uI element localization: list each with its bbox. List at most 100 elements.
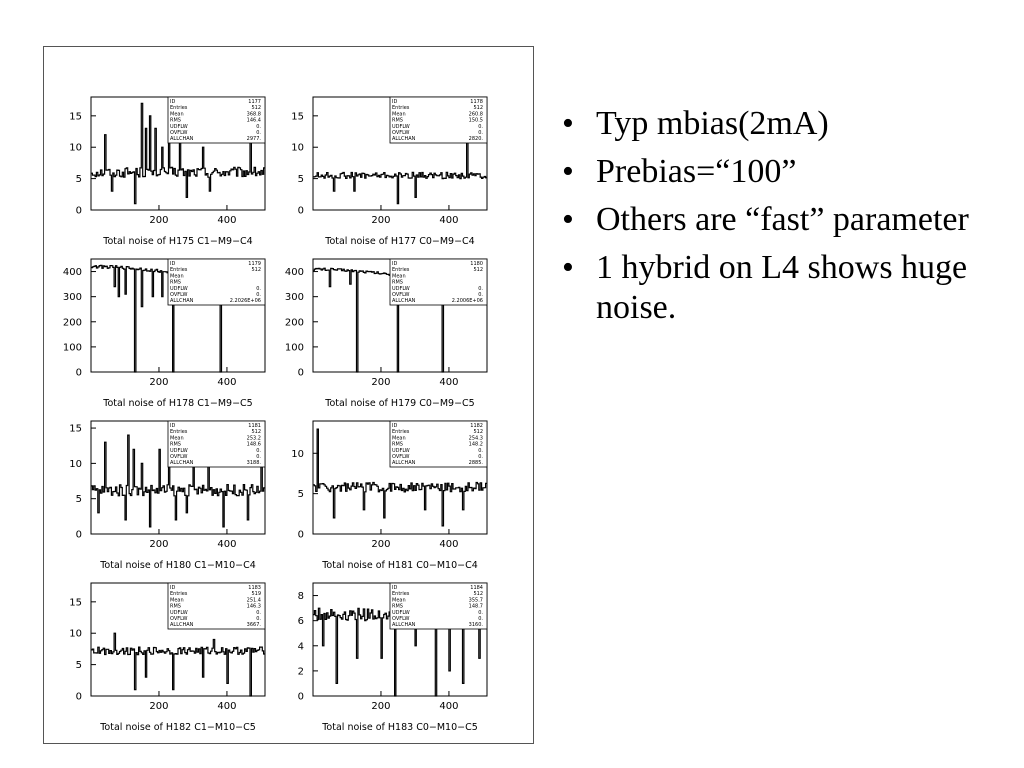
y-tick-label: 100 (63, 342, 82, 353)
y-tick-label: 5 (76, 494, 82, 505)
stats-value: 146.4 (247, 118, 261, 124)
stats-value: 0. (256, 454, 261, 460)
stats-value: 0. (478, 610, 483, 616)
y-tick-label: 0 (298, 692, 304, 703)
y-tick-label: 200 (63, 317, 82, 328)
stats-key: ID (392, 99, 397, 105)
stats-value: 1178 (470, 99, 483, 105)
stats-value: 1184 (470, 585, 483, 591)
stats-box (167, 582, 266, 630)
stats-key: OVFLW (392, 616, 409, 622)
stats-value: 0. (478, 454, 483, 460)
stats-key: UDFLW (170, 448, 188, 454)
stats-value: 251.4 (247, 597, 261, 603)
y-tick-label: 10 (69, 459, 82, 470)
stats-value: 512 (473, 267, 483, 273)
y-tick-label: 5 (298, 489, 304, 500)
stats-key: RMS (170, 604, 181, 610)
stats-value: 512 (473, 105, 483, 111)
stats-box (389, 96, 488, 144)
stats-key: ID (392, 585, 397, 591)
stats-box (167, 96, 266, 144)
stats-key: ALLCHAN (170, 460, 194, 466)
x-tick-label: 200 (371, 539, 390, 550)
stats-key: UDFLW (170, 286, 188, 292)
y-tick-label: 10 (69, 143, 82, 154)
stats-key: ID (170, 261, 175, 267)
stats-value: 0. (256, 286, 261, 292)
y-tick-label: 8 (298, 591, 304, 602)
stats-box (167, 258, 266, 306)
stats-key: RMS (170, 280, 181, 286)
y-tick-label: 10 (291, 143, 304, 154)
y-tick-label: 10 (69, 629, 82, 640)
stats-key: ALLCHAN (392, 136, 416, 142)
stats-key: Entries (170, 267, 188, 273)
histogram-title: Total noise of H177 C0−M9−C4 (324, 236, 474, 247)
stats-key: Mean (392, 273, 406, 279)
y-tick-label: 6 (298, 616, 304, 627)
y-tick-label: 4 (298, 641, 304, 652)
x-tick-label: 400 (439, 701, 458, 712)
stats-key: Mean (392, 435, 406, 441)
stats-value: 0. (478, 292, 483, 298)
histogram-trace (91, 102, 265, 205)
stats-value: 0. (256, 616, 261, 622)
stats-key: UDFLW (392, 124, 410, 130)
x-tick-label: 200 (371, 377, 390, 388)
stats-key: Mean (170, 435, 184, 441)
stats-key: Mean (170, 597, 184, 603)
y-tick-label: 200 (285, 317, 304, 328)
y-tick-label: 5 (76, 660, 82, 671)
stats-value: 0. (256, 124, 261, 130)
stats-key: Entries (170, 591, 188, 597)
stats-key: UDFLW (392, 286, 410, 292)
histogram-trace (91, 632, 265, 697)
x-tick-label: 200 (149, 215, 168, 226)
stats-key: ID (170, 585, 175, 591)
y-tick-label: 15 (291, 111, 304, 122)
stats-key: OVFLW (170, 130, 187, 136)
stats-value: 512 (473, 429, 483, 435)
x-tick-label: 400 (439, 377, 458, 388)
stats-key: RMS (392, 604, 403, 610)
y-tick-label: 0 (298, 206, 304, 217)
stats-value: 1180 (470, 261, 483, 267)
stats-value: 1181 (248, 423, 261, 429)
stats-key: RMS (392, 118, 403, 124)
stats-key: RMS (392, 442, 403, 448)
y-tick-label: 2 (298, 666, 304, 677)
stats-key: UDFLW (392, 610, 410, 616)
stats-value: 0. (256, 610, 261, 616)
stats-key: UDFLW (170, 124, 188, 130)
histogram-title: Total noise of H183 C0−M10−C5 (321, 722, 478, 733)
x-tick-label: 400 (439, 215, 458, 226)
stats-key: OVFLW (170, 454, 187, 460)
y-tick-label: 5 (76, 174, 82, 185)
stats-key: Mean (170, 273, 184, 279)
stats-key: ALLCHAN (392, 298, 416, 304)
y-tick-label: 10 (291, 449, 304, 460)
x-tick-label: 400 (217, 377, 236, 388)
stats-box (389, 582, 488, 630)
stats-key: ALLCHAN (170, 622, 194, 628)
stats-value: 2820. (469, 136, 484, 142)
y-tick-label: 15 (69, 424, 82, 435)
stats-value: 1183 (248, 585, 261, 591)
bullet-list: Typ mbias(2mA) Prebias=“100” Others are … (556, 104, 996, 336)
stats-value: 0. (478, 286, 483, 292)
stats-key: UDFLW (170, 610, 188, 616)
stats-value: 3160. (469, 622, 484, 628)
stats-key: OVFLW (170, 292, 187, 298)
histogram-title: Total noise of H178 C1−M9−C5 (102, 398, 252, 409)
stats-key: RMS (392, 280, 403, 286)
histogram-title: Total noise of H181 C0−M10−C4 (321, 560, 478, 571)
stats-key: UDFLW (392, 448, 410, 454)
y-tick-label: 100 (285, 342, 304, 353)
